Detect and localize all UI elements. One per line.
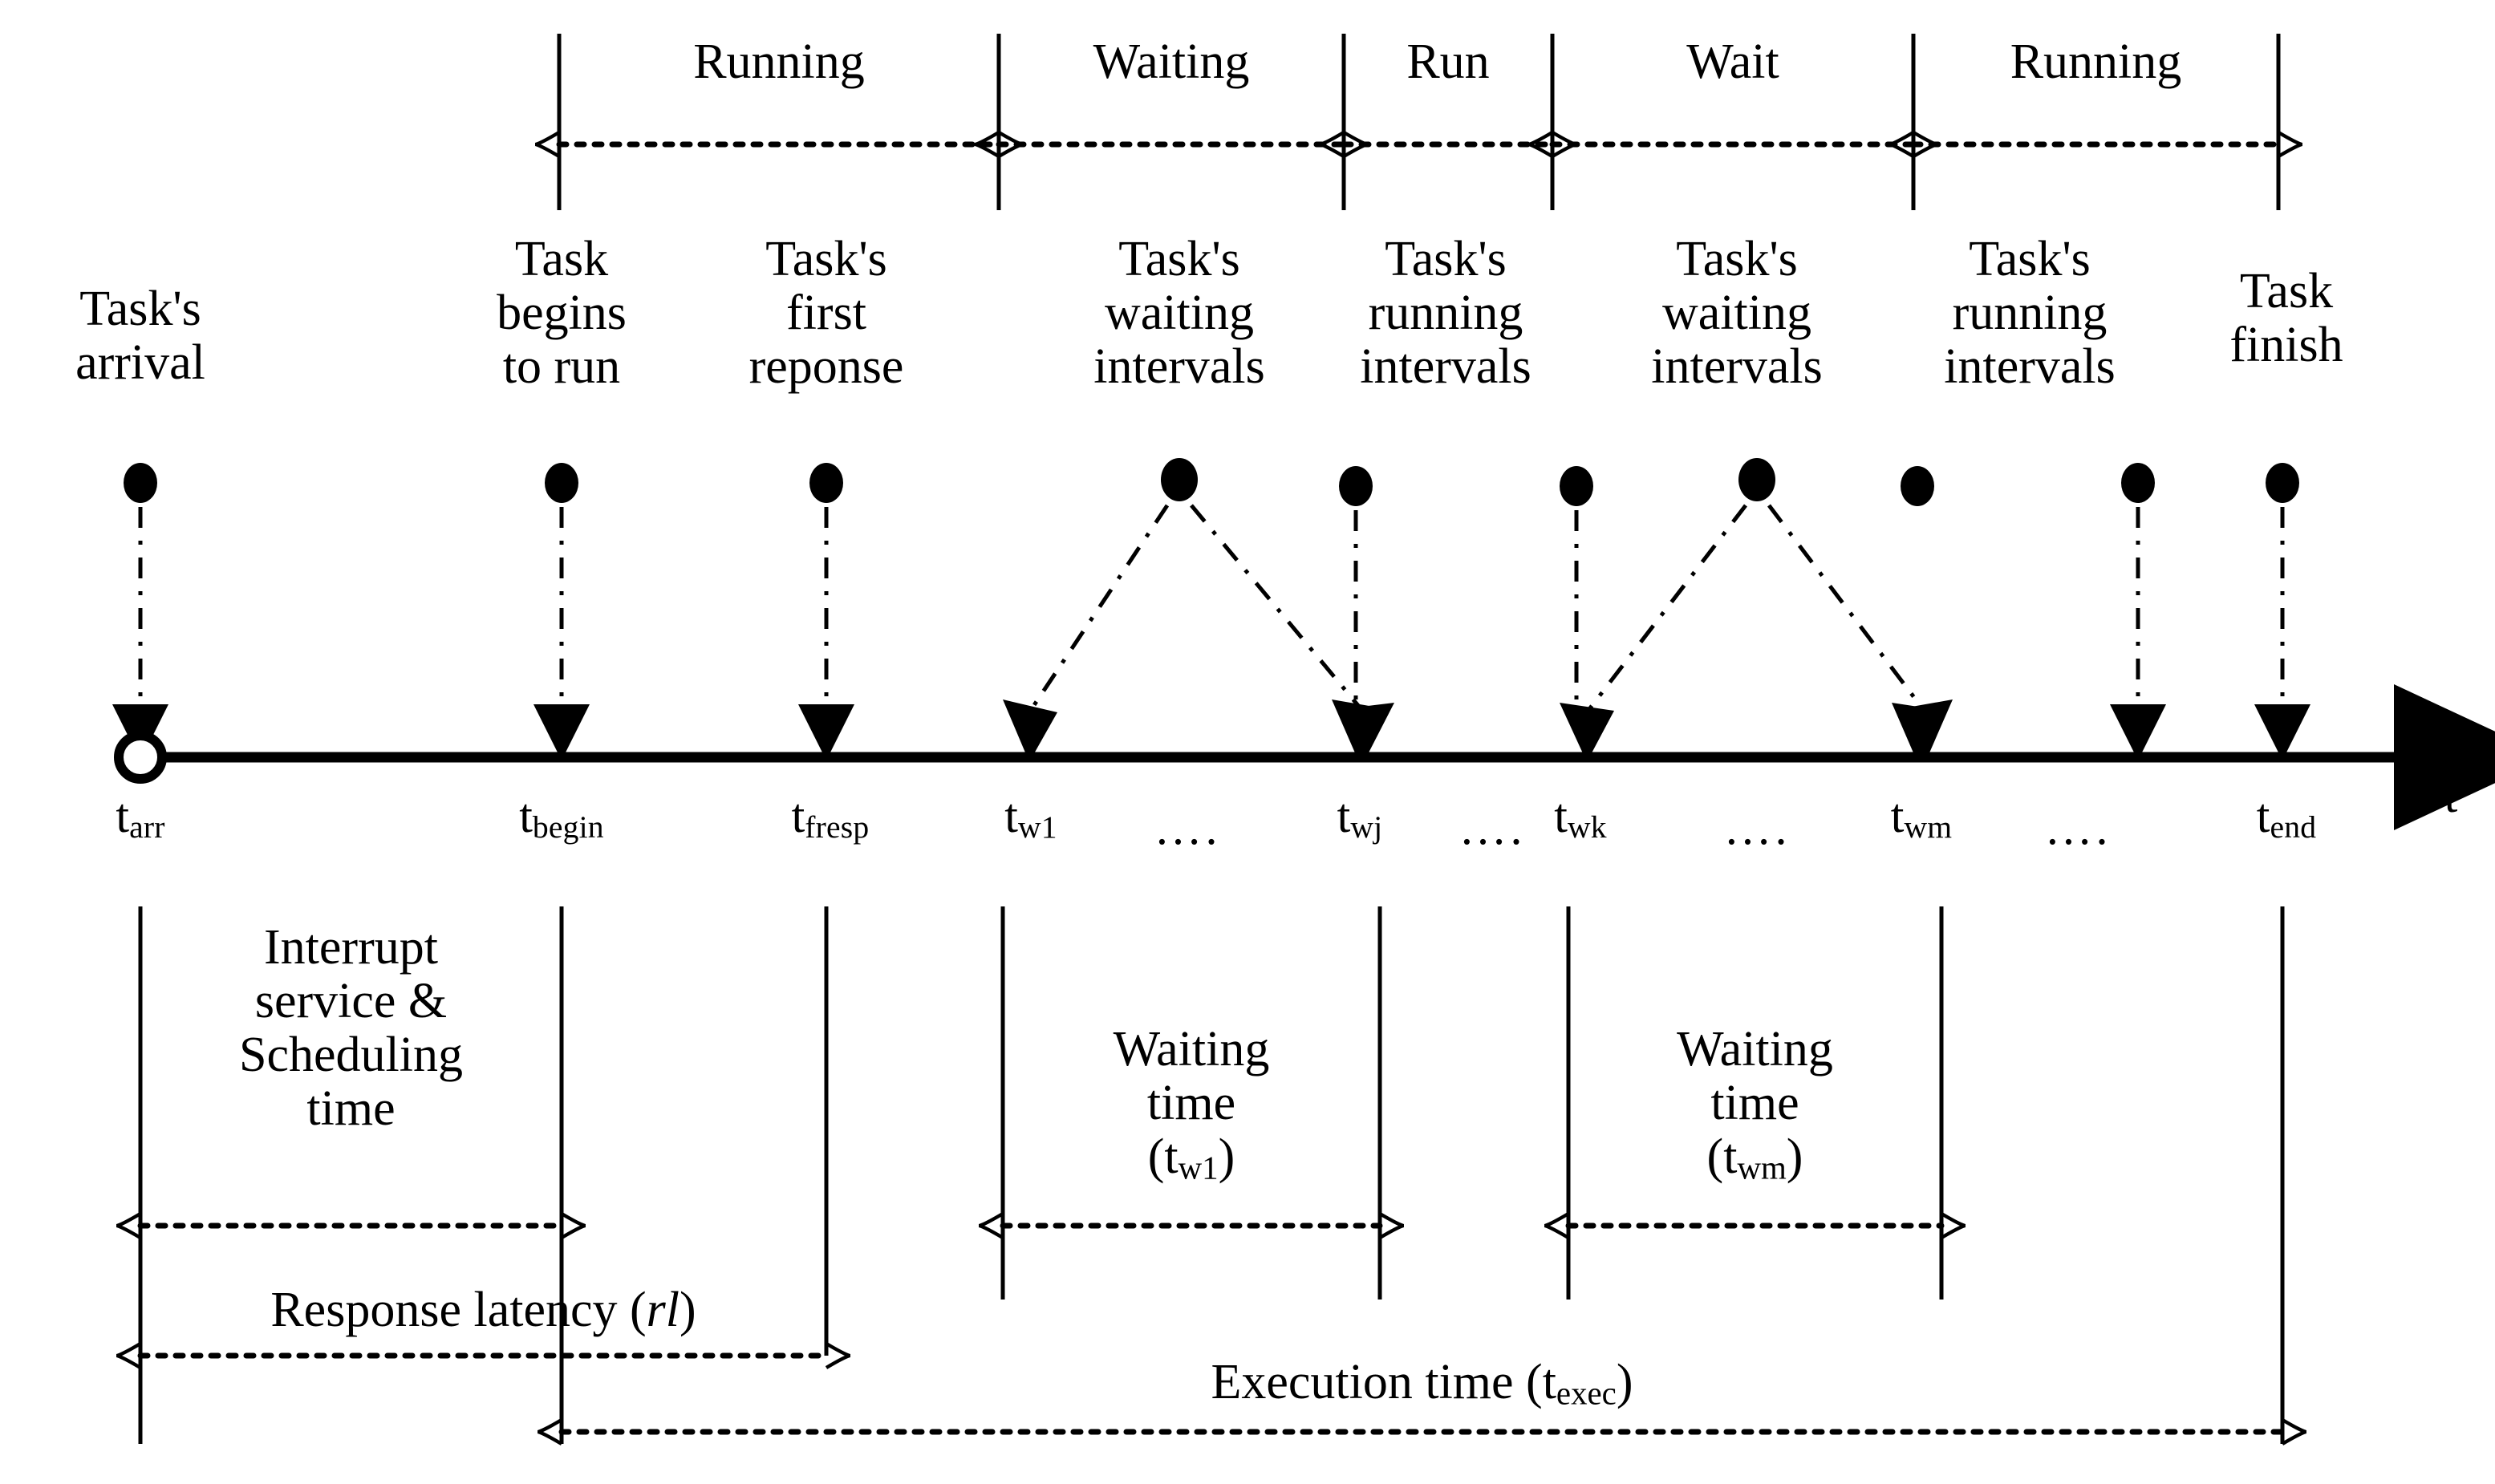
event-dot bbox=[1339, 466, 1373, 506]
tick-base: t bbox=[791, 789, 805, 842]
tick-sub: begin bbox=[532, 809, 604, 845]
sub-base: t bbox=[1723, 1129, 1738, 1184]
leader-line-group bbox=[138, 504, 2285, 714]
axis-ellipsis-4: …. bbox=[2044, 801, 2112, 854]
tick-label-t-fresp: tfresp bbox=[734, 790, 927, 845]
event-dot bbox=[2121, 463, 2155, 503]
phase-label-wait: Wait bbox=[1686, 34, 1779, 89]
tick-label-t-wm: twm bbox=[1845, 790, 1998, 845]
phase-label-running-2: Running bbox=[2010, 34, 2182, 89]
tick-base: t bbox=[1890, 789, 1905, 842]
tick-sub: end bbox=[2270, 809, 2317, 845]
arrow-down-icon bbox=[1560, 703, 1614, 762]
measure-label-waiting-time-tw1: Waiting time (tw1) bbox=[1003, 969, 1380, 1239]
measure-label-waiting-time-twm: Waiting time (twm) bbox=[1568, 969, 1941, 1239]
leader-line-fan bbox=[1027, 504, 1170, 714]
leader-line-fan bbox=[1767, 504, 1927, 714]
event-dot bbox=[2266, 463, 2299, 503]
event-label-task-running-intervals-2: Task's running intervals bbox=[1944, 232, 2116, 394]
measure-arrow-group bbox=[140, 1226, 2282, 1432]
event-dot bbox=[545, 463, 578, 503]
event-dot bbox=[1738, 458, 1775, 501]
sub-text: exec bbox=[1556, 1375, 1617, 1412]
tick-base: t bbox=[2256, 789, 2270, 842]
tick-sub: wm bbox=[1904, 809, 1953, 845]
leader-line-fan bbox=[1585, 504, 1747, 714]
measure-text-end: ) bbox=[680, 1283, 696, 1337]
measure-subscript-line: (tw1) bbox=[1147, 1129, 1235, 1186]
event-label-task-waiting-intervals-2: Task's waiting intervals bbox=[1651, 232, 1823, 394]
axis-label-t: t bbox=[2444, 769, 2458, 822]
measure-label-response-latency: Response latency (rl) bbox=[140, 1283, 826, 1337]
tick-label-t-begin: tbegin bbox=[465, 790, 658, 845]
tick-sub: w1 bbox=[1017, 809, 1057, 845]
sub-base: t bbox=[1542, 1355, 1556, 1409]
tick-label-t-w1: tw1 bbox=[955, 790, 1107, 845]
arrow-down-icon bbox=[798, 704, 854, 760]
event-label-task-running-intervals-1: Task's running intervals bbox=[1360, 232, 1531, 394]
phase-label-run: Run bbox=[1406, 34, 1490, 89]
measure-subscript-line: (twm) bbox=[1706, 1129, 1803, 1186]
measure-symbol: rl bbox=[646, 1283, 680, 1337]
phase-label-running-1: Running bbox=[693, 34, 865, 89]
event-label-task-waiting-intervals-1: Task's waiting intervals bbox=[1093, 232, 1265, 394]
arrow-down-icon bbox=[533, 704, 590, 760]
event-dot bbox=[1901, 466, 1934, 506]
tick-label-t-arr: tarr bbox=[60, 790, 221, 845]
axis-ellipsis-2: …. bbox=[1458, 801, 1526, 854]
measure-text: Response latency ( bbox=[270, 1283, 647, 1337]
measure-text: Execution time ( bbox=[1211, 1355, 1543, 1409]
axis-ellipsis-3: …. bbox=[1723, 801, 1791, 854]
arrow-down-icon bbox=[1341, 703, 1394, 762]
event-label-task-first-response: Task's first reponse bbox=[748, 232, 904, 394]
sub-base: t bbox=[1164, 1129, 1179, 1184]
sub-text: w1 bbox=[1178, 1149, 1219, 1186]
measure-text: Waiting time bbox=[1113, 1021, 1270, 1130]
event-label-task-begins-to-run: Task begins to run bbox=[497, 232, 627, 394]
axis-origin-circle bbox=[114, 731, 167, 784]
phase-divider-group bbox=[557, 34, 2281, 210]
measure-text-end: ) bbox=[1616, 1355, 1633, 1409]
measure-label-execution-time: Execution time (texec) bbox=[562, 1356, 2282, 1412]
measure-text: Waiting time bbox=[1677, 1021, 1833, 1130]
measure-label-interrupt-scheduling-time: Interrupt service & Scheduling time bbox=[239, 920, 463, 1136]
tick-sub: wk bbox=[1567, 809, 1607, 845]
tick-base: t bbox=[116, 789, 130, 842]
tick-base: t bbox=[1337, 789, 1351, 842]
sub-text: wm bbox=[1737, 1149, 1787, 1186]
event-dot bbox=[1161, 458, 1198, 501]
tick-base: t bbox=[1004, 789, 1018, 842]
arrow-down-icon bbox=[1003, 699, 1057, 762]
event-dot bbox=[809, 463, 843, 503]
tick-label-t-end: tend bbox=[2210, 790, 2363, 845]
arrow-down-icon bbox=[2254, 704, 2310, 760]
phase-label-waiting-1: Waiting bbox=[1093, 34, 1250, 89]
event-dot bbox=[124, 463, 157, 503]
tick-base: t bbox=[1554, 789, 1568, 842]
tick-label-t-wj: twj bbox=[1284, 790, 1436, 845]
tick-sub: wj bbox=[1350, 809, 1383, 845]
arrow-down-icon bbox=[2110, 704, 2166, 760]
leader-line-fan bbox=[1190, 504, 1365, 714]
axis-ellipsis-1: …. bbox=[1154, 801, 1221, 854]
arrow-down-icon bbox=[1892, 703, 1945, 762]
event-label-task-arrival: Task's arrival bbox=[75, 282, 205, 390]
event-label-task-finish: Task finish bbox=[2229, 264, 2343, 372]
event-dot bbox=[1560, 466, 1593, 506]
tick-sub: arr bbox=[129, 809, 165, 845]
tick-base: t bbox=[519, 789, 533, 842]
tick-sub: fresp bbox=[805, 809, 870, 845]
event-dot-group bbox=[124, 458, 2299, 506]
tick-label-t-wk: twk bbox=[1504, 790, 1657, 845]
